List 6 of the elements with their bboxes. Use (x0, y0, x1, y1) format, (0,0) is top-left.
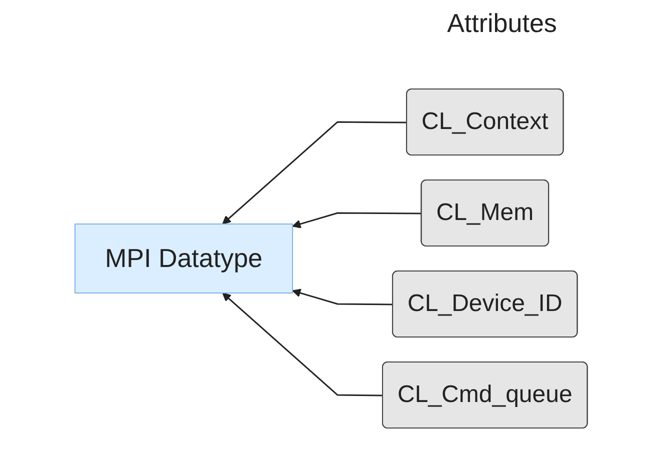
node-box: MPI Datatype (74, 223, 293, 293)
arrow (292, 288, 393, 305)
heading-label: Attributes (446, 8, 558, 39)
arrow (222, 120, 407, 224)
arrow (222, 292, 383, 396)
arrow (292, 212, 422, 228)
